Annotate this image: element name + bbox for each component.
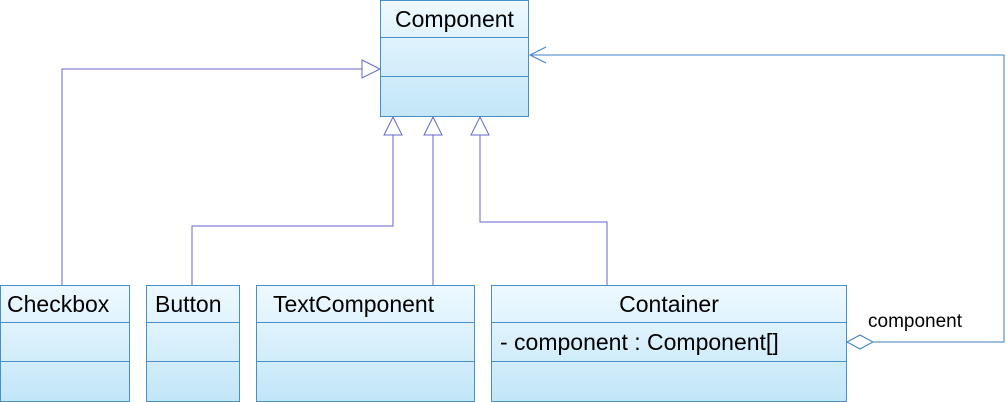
generalization-button-to-component	[191, 115, 403, 286]
attributes-compartment: - component : Component[]	[492, 323, 846, 362]
attributes-compartment	[1, 323, 129, 362]
navigability-arrowhead	[528, 46, 547, 64]
class-checkbox[interactable]: Checkbox	[0, 285, 130, 402]
class-textcomponent[interactable]: TextComponent	[256, 285, 475, 402]
class-name-checkbox: Checkbox	[1, 286, 129, 323]
attributes-compartment	[381, 38, 528, 77]
operations-compartment	[381, 77, 528, 116]
class-name-button: Button	[147, 286, 239, 323]
aggregation-role-label: component	[868, 311, 963, 332]
operations-compartment	[147, 362, 239, 401]
inheritance-arrowhead	[470, 115, 490, 136]
generalization-textcomponent-to-component	[423, 115, 443, 286]
class-container[interactable]: Container - component : Component[]	[491, 285, 847, 402]
generalization-checkbox-to-component	[61, 59, 382, 286]
class-component[interactable]: Component	[380, 0, 529, 117]
class-name-component: Component	[381, 1, 528, 38]
attribute-component: - component : Component[]	[500, 329, 779, 355]
generalization-container-to-component	[470, 115, 608, 286]
attributes-compartment	[147, 323, 239, 362]
class-name-textcomponent: TextComponent	[257, 286, 474, 323]
operations-compartment	[257, 362, 474, 401]
attributes-compartment	[257, 323, 474, 362]
inheritance-arrowhead	[383, 115, 403, 136]
class-button[interactable]: Button	[146, 285, 240, 402]
inheritance-arrowhead	[361, 59, 382, 79]
aggregation-container-to-component	[528, 46, 1005, 350]
operations-compartment	[492, 362, 846, 401]
aggregation-diamond	[845, 334, 875, 350]
inheritance-arrowhead	[423, 115, 443, 136]
class-name-container: Container	[492, 286, 846, 323]
operations-compartment	[1, 362, 129, 401]
